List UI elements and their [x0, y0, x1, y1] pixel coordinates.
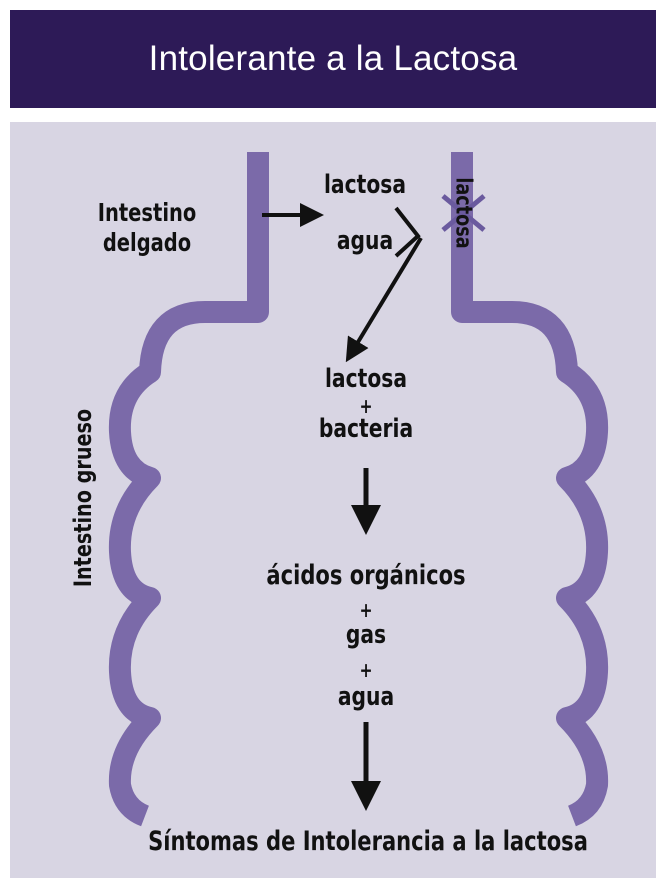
small-intestine-label: Intestino delgado — [89, 198, 206, 257]
large-intestine-label: Intestino grueso — [69, 409, 97, 587]
bacteria-label: bacteria — [311, 416, 422, 443]
symptoms-label: Síntomas de Intolerancia a la lactosa — [134, 828, 602, 856]
organic-acids-label: ácidos orgánicos — [249, 562, 483, 590]
plus-sign-2: + — [354, 600, 379, 621]
lactose-top-label: lactosa — [314, 172, 415, 199]
gas-label: gas — [327, 622, 405, 649]
water-bottom-label: agua — [327, 684, 405, 711]
water-top-label: agua — [314, 228, 415, 255]
lactose-wall-label: lactosa — [451, 177, 476, 248]
lactose-mid-label: lactosa — [315, 366, 418, 393]
plus-sign-3: + — [354, 660, 379, 681]
intestine-wall-right — [462, 152, 597, 816]
